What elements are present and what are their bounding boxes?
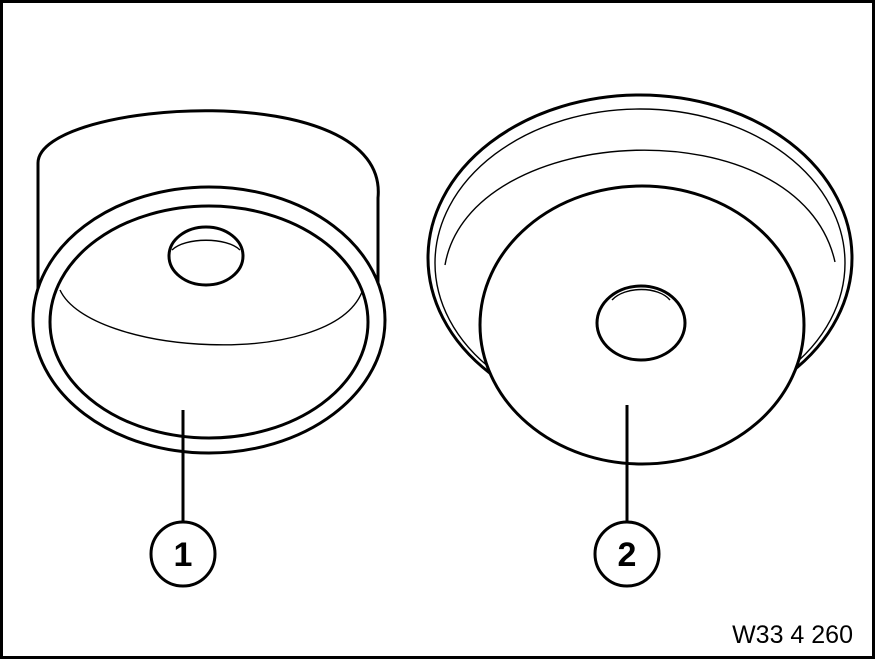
disc-bevel-line <box>444 149 836 266</box>
cup-inner-floor-edge <box>59 289 363 346</box>
callout-1-circle <box>149 520 217 588</box>
disc-hole-inner-edge <box>611 288 671 301</box>
cup-inner-rim <box>48 204 370 440</box>
callout-1-label: 1 <box>174 536 193 574</box>
disc-center-hole <box>595 284 687 362</box>
part-2-disc-tool <box>426 93 854 466</box>
callout-2: 2 <box>593 405 661 588</box>
callout-2-label: 2 <box>618 536 637 574</box>
part-1-cup-tool <box>31 109 387 455</box>
cup-center-hole <box>167 225 245 287</box>
callout-2-circle <box>593 520 661 588</box>
callout-1: 1 <box>149 410 217 588</box>
figure-code: W33 4 260 <box>732 621 853 649</box>
cup-hole-inner-edge <box>171 239 241 251</box>
cup-body-outline <box>36 109 380 300</box>
